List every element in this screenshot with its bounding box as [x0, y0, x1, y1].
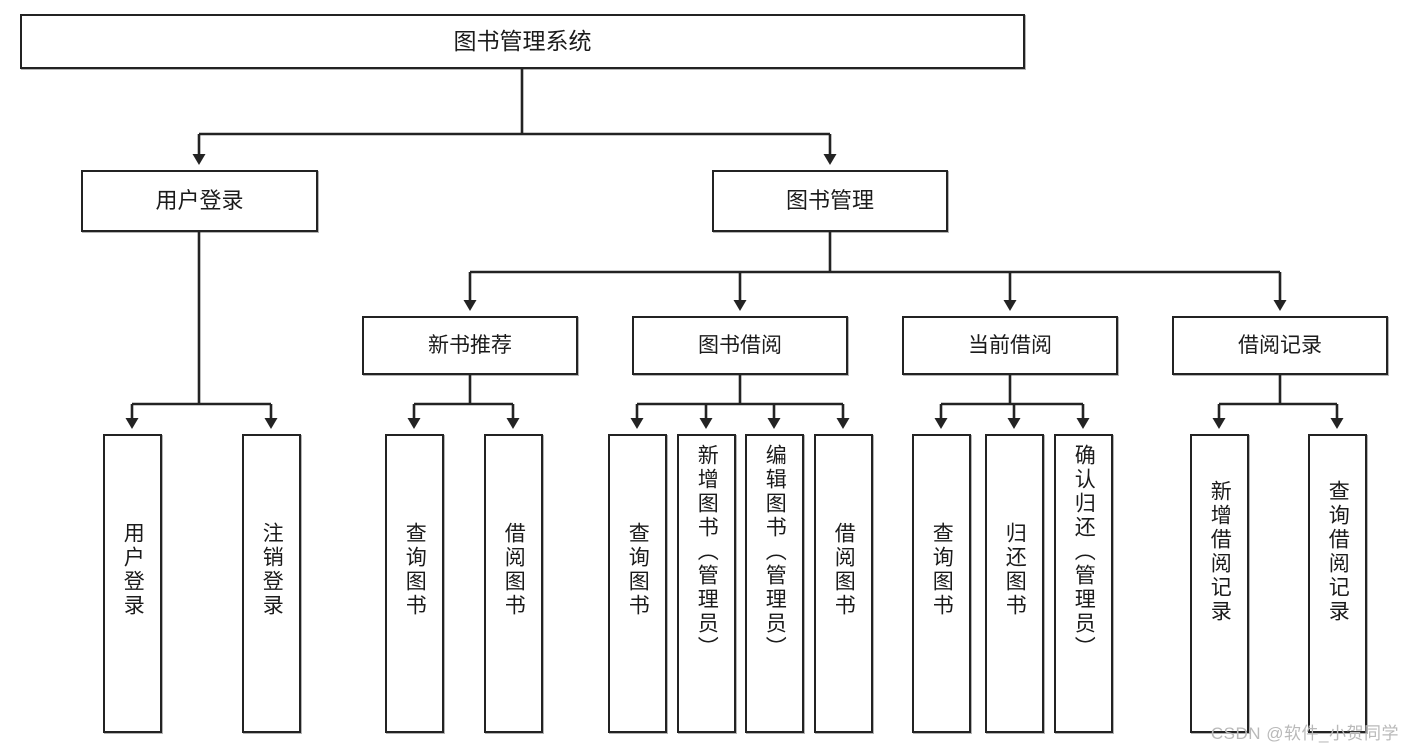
node-book-borrow-label: 图书借阅 — [698, 333, 782, 357]
node-book-manage-label: 图书管理 — [785, 187, 874, 213]
node-leaf-return-book[interactable]: 归还图书 — [985, 434, 1044, 733]
node-current-borrow-label: 当前借阅 — [968, 333, 1052, 357]
node-new-book-rec[interactable]: 新书推荐 — [362, 316, 578, 375]
node-leaf-query-record-label: 查询借阅记录 — [1326, 480, 1350, 624]
node-leaf-borrow-book-1[interactable]: 借阅图书 — [484, 434, 543, 733]
node-leaf-query-book-3[interactable]: 查询图书 — [912, 434, 971, 733]
node-root-label: 图书管理系统 — [453, 27, 592, 54]
node-leaf-add-book-label: 新增图书（管理员） — [695, 444, 719, 660]
node-leaf-query-book-1[interactable]: 查询图书 — [385, 434, 444, 733]
node-user-login[interactable]: 用户登录 — [81, 170, 318, 232]
node-root[interactable]: 图书管理系统 — [20, 14, 1025, 69]
node-leaf-return-book-label: 归还图书 — [1003, 522, 1027, 618]
node-leaf-query-book-2[interactable]: 查询图书 — [608, 434, 667, 733]
csdn-watermark: CSDN @软件_小贺同学 — [1210, 724, 1399, 743]
node-leaf-query-record[interactable]: 查询借阅记录 — [1308, 434, 1367, 733]
node-book-borrow[interactable]: 图书借阅 — [632, 316, 848, 375]
node-leaf-query-book-2-label: 查询图书 — [626, 522, 650, 618]
node-current-borrow[interactable]: 当前借阅 — [902, 316, 1118, 375]
node-leaf-add-book[interactable]: 新增图书（管理员） — [677, 434, 736, 733]
node-user-login-label: 用户登录 — [155, 187, 244, 213]
node-leaf-borrow-book-2[interactable]: 借阅图书 — [814, 434, 873, 733]
node-leaf-user-logout[interactable]: 注销登录 — [242, 434, 301, 733]
node-leaf-add-record[interactable]: 新增借阅记录 — [1190, 434, 1249, 733]
node-leaf-edit-book-label: 编辑图书（管理员） — [763, 444, 787, 660]
node-leaf-user-login-label: 用户登录 — [121, 522, 145, 618]
node-leaf-borrow-book-2-label: 借阅图书 — [832, 522, 856, 618]
node-new-book-rec-label: 新书推荐 — [428, 333, 512, 357]
node-leaf-query-book-1-label: 查询图书 — [403, 522, 427, 618]
node-leaf-borrow-book-1-label: 借阅图书 — [502, 522, 526, 618]
node-leaf-confirm-return-label: 确认归还（管理员） — [1072, 444, 1096, 660]
node-borrow-record-label: 借阅记录 — [1238, 333, 1322, 357]
node-leaf-user-login[interactable]: 用户登录 — [103, 434, 162, 733]
node-leaf-add-record-label: 新增借阅记录 — [1208, 480, 1232, 624]
node-borrow-record[interactable]: 借阅记录 — [1172, 316, 1388, 375]
node-leaf-edit-book[interactable]: 编辑图书（管理员） — [745, 434, 804, 733]
node-book-manage[interactable]: 图书管理 — [712, 170, 948, 232]
node-leaf-confirm-return[interactable]: 确认归还（管理员） — [1054, 434, 1113, 733]
node-leaf-user-logout-label: 注销登录 — [260, 522, 284, 618]
node-leaf-query-book-3-label: 查询图书 — [930, 522, 954, 618]
